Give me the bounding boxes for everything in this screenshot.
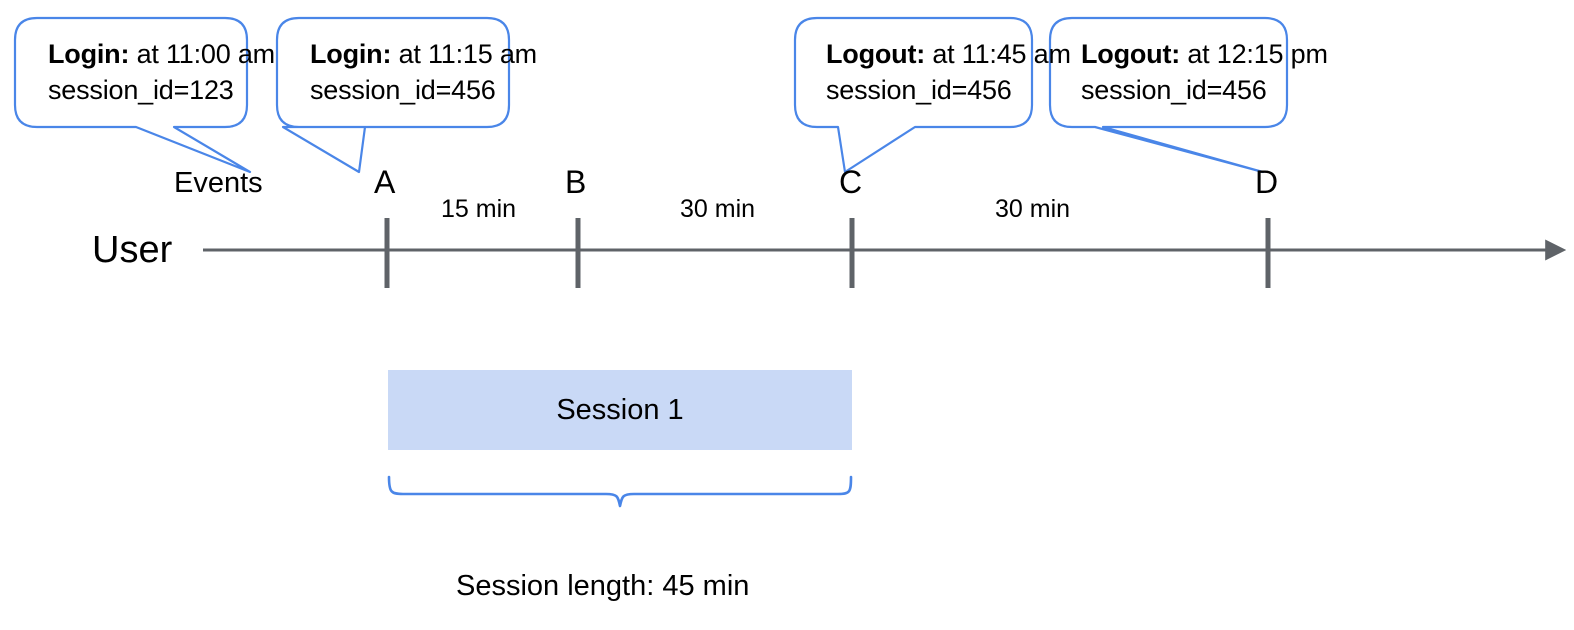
callout-a-line1: Login: at 11:00 am bbox=[48, 36, 275, 72]
user-row-label: User bbox=[92, 229, 173, 271]
marker-label-b: B bbox=[565, 164, 587, 200]
session-length-label: Session length: 45 min bbox=[456, 570, 750, 602]
callout-bubble-c bbox=[793, 16, 1034, 174]
events-row-label: Events bbox=[174, 167, 263, 199]
callout-d-line2: session_id=456 bbox=[1081, 75, 1267, 105]
duration-label-a-b: 15 min bbox=[441, 195, 517, 223]
marker-label-c: C bbox=[839, 164, 863, 200]
session-length-brace bbox=[387, 475, 853, 508]
callout-a-event-time: at 11:00 am bbox=[129, 39, 276, 69]
callout-bubble-d bbox=[1048, 16, 1289, 174]
callout-c-shape bbox=[793, 16, 1034, 174]
callout-b-event-time: at 11:15 am bbox=[391, 39, 538, 69]
callout-c-event-time: at 11:45 am bbox=[925, 39, 1071, 69]
callout-c-line2: session_id=456 bbox=[826, 75, 1012, 105]
callout-d-line1: Logout: at 12:15 pm bbox=[1081, 36, 1328, 72]
duration-label-c-d: 30 min bbox=[995, 195, 1071, 223]
callout-a-line2: session_id=123 bbox=[48, 75, 234, 105]
callout-d-event-time: at 12:15 pm bbox=[1180, 39, 1328, 69]
callout-a-event-label: Login: bbox=[48, 39, 130, 69]
callout-b-event-label: Login: bbox=[310, 39, 392, 69]
callout-d-text: Logout: at 12:15 pm session_id=456 bbox=[1081, 36, 1328, 108]
callout-b-line2: session_id=456 bbox=[310, 75, 496, 105]
session-1-label: Session 1 bbox=[556, 393, 684, 426]
callout-bubble-a bbox=[13, 16, 252, 174]
callout-d-shape bbox=[1048, 16, 1289, 174]
session-1-bar bbox=[388, 370, 852, 450]
callout-bubble-b bbox=[275, 16, 511, 174]
callout-a-shape bbox=[13, 16, 252, 174]
duration-label-b-c: 30 min bbox=[680, 195, 756, 223]
marker-label-a: A bbox=[374, 164, 396, 200]
callout-d-event-label: Logout: bbox=[1081, 39, 1181, 69]
callout-c-line1: Logout: at 11:45 am bbox=[826, 36, 1071, 72]
callout-c-event-label: Logout: bbox=[826, 39, 926, 69]
callout-b-shape bbox=[275, 16, 511, 174]
callout-b-text: Login: at 11:15 am session_id=456 bbox=[310, 36, 537, 108]
callout-b-line1: Login: at 11:15 am bbox=[310, 36, 537, 72]
marker-label-d: D bbox=[1255, 164, 1279, 200]
callout-a-text: Login: at 11:00 am session_id=123 bbox=[48, 36, 275, 108]
callout-c-text: Logout: at 11:45 am session_id=456 bbox=[826, 36, 1071, 108]
